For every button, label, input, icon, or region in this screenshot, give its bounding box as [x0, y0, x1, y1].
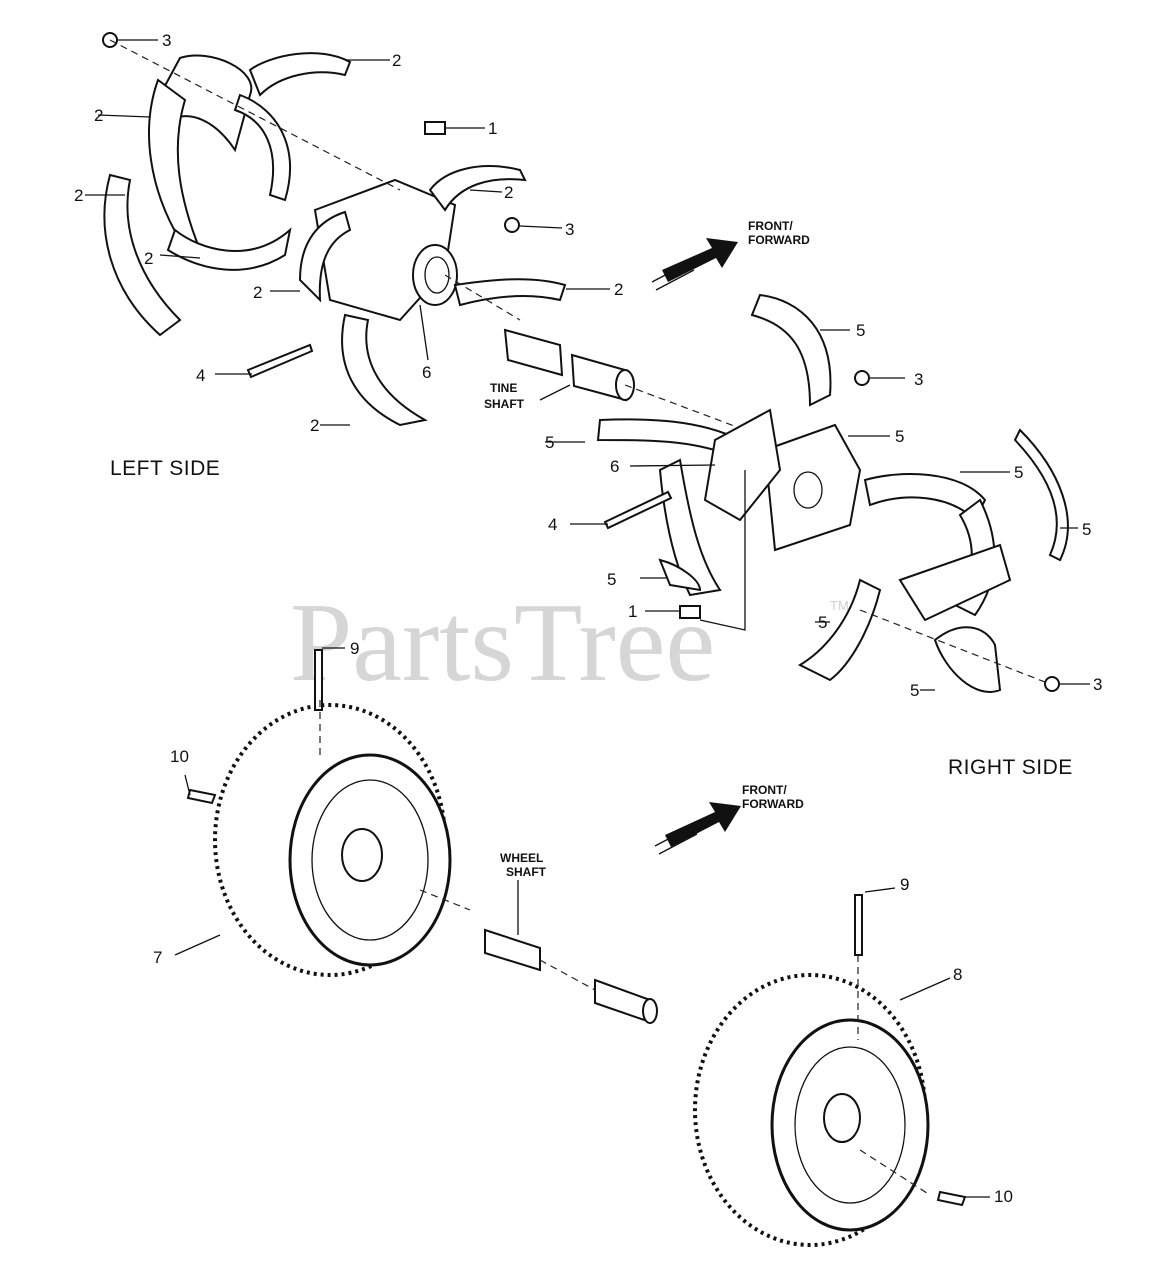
left-nut [504, 217, 520, 233]
callout: 3 [565, 220, 574, 239]
wheel-shaft-segment [594, 978, 651, 1024]
callout: 2 [74, 186, 83, 205]
callout: 5 [818, 613, 827, 632]
right-wheel-rim [794, 1046, 906, 1204]
right-wheel-assembly [693, 887, 990, 1247]
right-tine-blade [658, 458, 722, 597]
front-forward-label-line2: FORWARD [742, 797, 804, 811]
callout: 1 [488, 119, 497, 138]
right-tine-assembly [545, 293, 1090, 693]
wheel-shaft-label-line1: WHEEL [500, 851, 543, 865]
left-wheel-assembly [174, 647, 471, 977]
callout: 5 [1082, 520, 1091, 539]
callout: 3 [162, 31, 171, 50]
callout: 5 [895, 427, 904, 446]
left-tine-assembly [85, 32, 610, 427]
callout: 4 [196, 366, 205, 385]
callout: 3 [1093, 675, 1102, 694]
right-tine-blade [1013, 428, 1069, 562]
wheel-shaft [484, 880, 658, 1024]
right-hub-sleeve [703, 408, 782, 522]
watermark-trademark: TM [830, 598, 849, 613]
left-tine-blade [298, 210, 352, 303]
right-tine-blade [898, 543, 1012, 622]
front-forward-label-line1: FRONT/ [742, 783, 787, 797]
left-hub-sleeve [412, 244, 458, 306]
left-bolt [424, 121, 446, 135]
right-hub-bore [793, 471, 823, 509]
front-forward-arrow-bottom [654, 802, 741, 855]
callout: 2 [94, 106, 103, 125]
right-wheel-clip [936, 1190, 967, 1207]
right-long-bolt [603, 490, 673, 530]
right-bolt [679, 605, 701, 619]
callout: 2 [253, 283, 262, 302]
left-tine-blade [248, 52, 352, 97]
callout: 1 [628, 602, 637, 621]
wheel-shaft-segment [484, 928, 541, 972]
callout: 2 [614, 280, 623, 299]
callout: 5 [910, 681, 919, 700]
left-wheel-pin [314, 649, 323, 711]
callout: 5 [545, 433, 554, 452]
callout: 2 [504, 183, 513, 202]
left-wheel-hub [341, 828, 383, 882]
tine-shaft-segment [503, 328, 564, 377]
callout: 10 [170, 747, 189, 766]
callout: 6 [610, 457, 619, 476]
callout: 3 [914, 370, 923, 389]
callout: 10 [994, 1187, 1013, 1206]
left-tine-blade [166, 227, 292, 271]
left-tine-blade [341, 313, 428, 427]
left-wheel-rim [311, 779, 429, 941]
tine-shaft-label-line1: TINE [490, 381, 517, 395]
callout: 2 [144, 249, 153, 268]
left-wheel-clip [186, 788, 217, 805]
callout: 5 [607, 570, 616, 589]
right-nut [854, 370, 870, 386]
right-nut [1044, 676, 1060, 692]
callout: 9 [350, 639, 359, 658]
callout: 8 [953, 965, 962, 984]
callout-numbers: 3 2 2 1 2 2 3 2 2 2 4 6 2 5 3 5 5 6 5 5 … [74, 31, 1102, 1206]
callout: 5 [1014, 463, 1023, 482]
callout: 2 [392, 51, 401, 70]
left-long-bolt [246, 343, 314, 379]
right-wheel-pin [854, 894, 863, 956]
callout: 9 [900, 875, 909, 894]
callout: 7 [153, 948, 162, 967]
wheel-shaft-label-line2: SHAFT [506, 865, 547, 879]
left-tine-blade [428, 165, 527, 212]
right-tine-blade [658, 558, 702, 592]
left-tine-blade [453, 278, 567, 307]
front-forward-arrow-top [651, 238, 738, 291]
front-forward-label-line2: FORWARD [748, 233, 810, 247]
tine-shaft-label-line2: SHAFT [484, 397, 525, 411]
callout: 5 [856, 321, 865, 340]
right-side-label: RIGHT SIDE [948, 756, 1073, 779]
right-tine-blade [797, 578, 882, 682]
callout: 4 [548, 515, 557, 534]
left-hub-bore [424, 256, 450, 294]
left-side-label: LEFT SIDE [110, 457, 220, 480]
left-tine-blade [103, 173, 182, 337]
right-hub-flange [763, 423, 862, 552]
callout: 6 [422, 363, 431, 382]
front-forward-label-line1: FRONT/ [748, 219, 793, 233]
right-wheel-hub [823, 1093, 861, 1143]
callout: 2 [310, 416, 319, 435]
right-tine-blade [750, 293, 832, 407]
watermark: PartsTree [290, 581, 715, 705]
tine-shaft [503, 328, 746, 431]
right-tine-blade [933, 626, 1002, 693]
left-tine-blade [233, 93, 291, 202]
